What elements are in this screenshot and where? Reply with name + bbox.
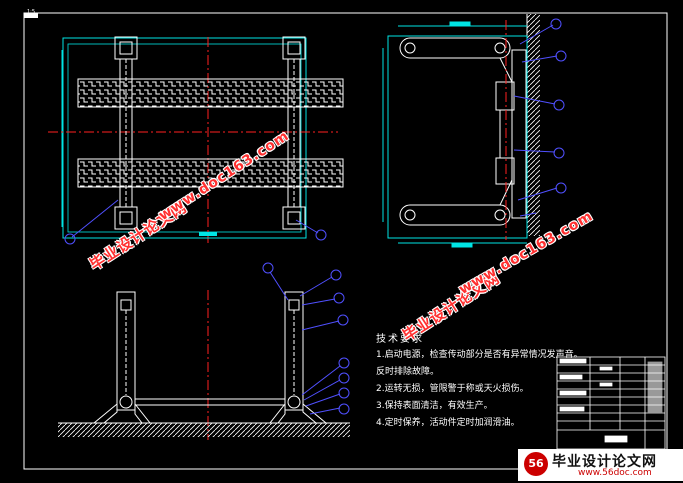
logo-url: www.56doc.com — [578, 468, 652, 478]
site-logo[interactable]: 56 毕业设计论文网 www.56doc.com — [518, 449, 683, 481]
title-block — [556, 356, 666, 450]
front-view — [58, 262, 350, 440]
sheet-corner-tag — [24, 13, 38, 18]
sheet-border — [23, 12, 668, 470]
logo-mark-icon: 56 — [524, 452, 548, 476]
note-item-2: 反时排除故障。 — [376, 367, 440, 377]
top-view — [48, 36, 344, 245]
notes-title: 技术要求 — [376, 334, 424, 345]
note-item-3: 2.运转无损，管限警于称或天火损伤。 — [376, 384, 529, 394]
note-item-4: 3.保持表面清洁，有效生产。 — [376, 401, 493, 411]
side-view — [382, 14, 567, 248]
technical-requirements: 技术要求 1.启动电源，检查传动部分是否有异常情况发声音。 反时排除故障。 2.… — [376, 333, 583, 432]
sheet-corner-label: 1:5 — [27, 9, 36, 15]
note-item-1: 1.启动电源，检查传动部分是否有异常情况发声音。 — [376, 350, 583, 360]
note-item-5: 4.定时保养，活动件定时加润滑油。 — [376, 418, 520, 428]
logo-text: 毕业设计论文网 — [552, 454, 657, 470]
